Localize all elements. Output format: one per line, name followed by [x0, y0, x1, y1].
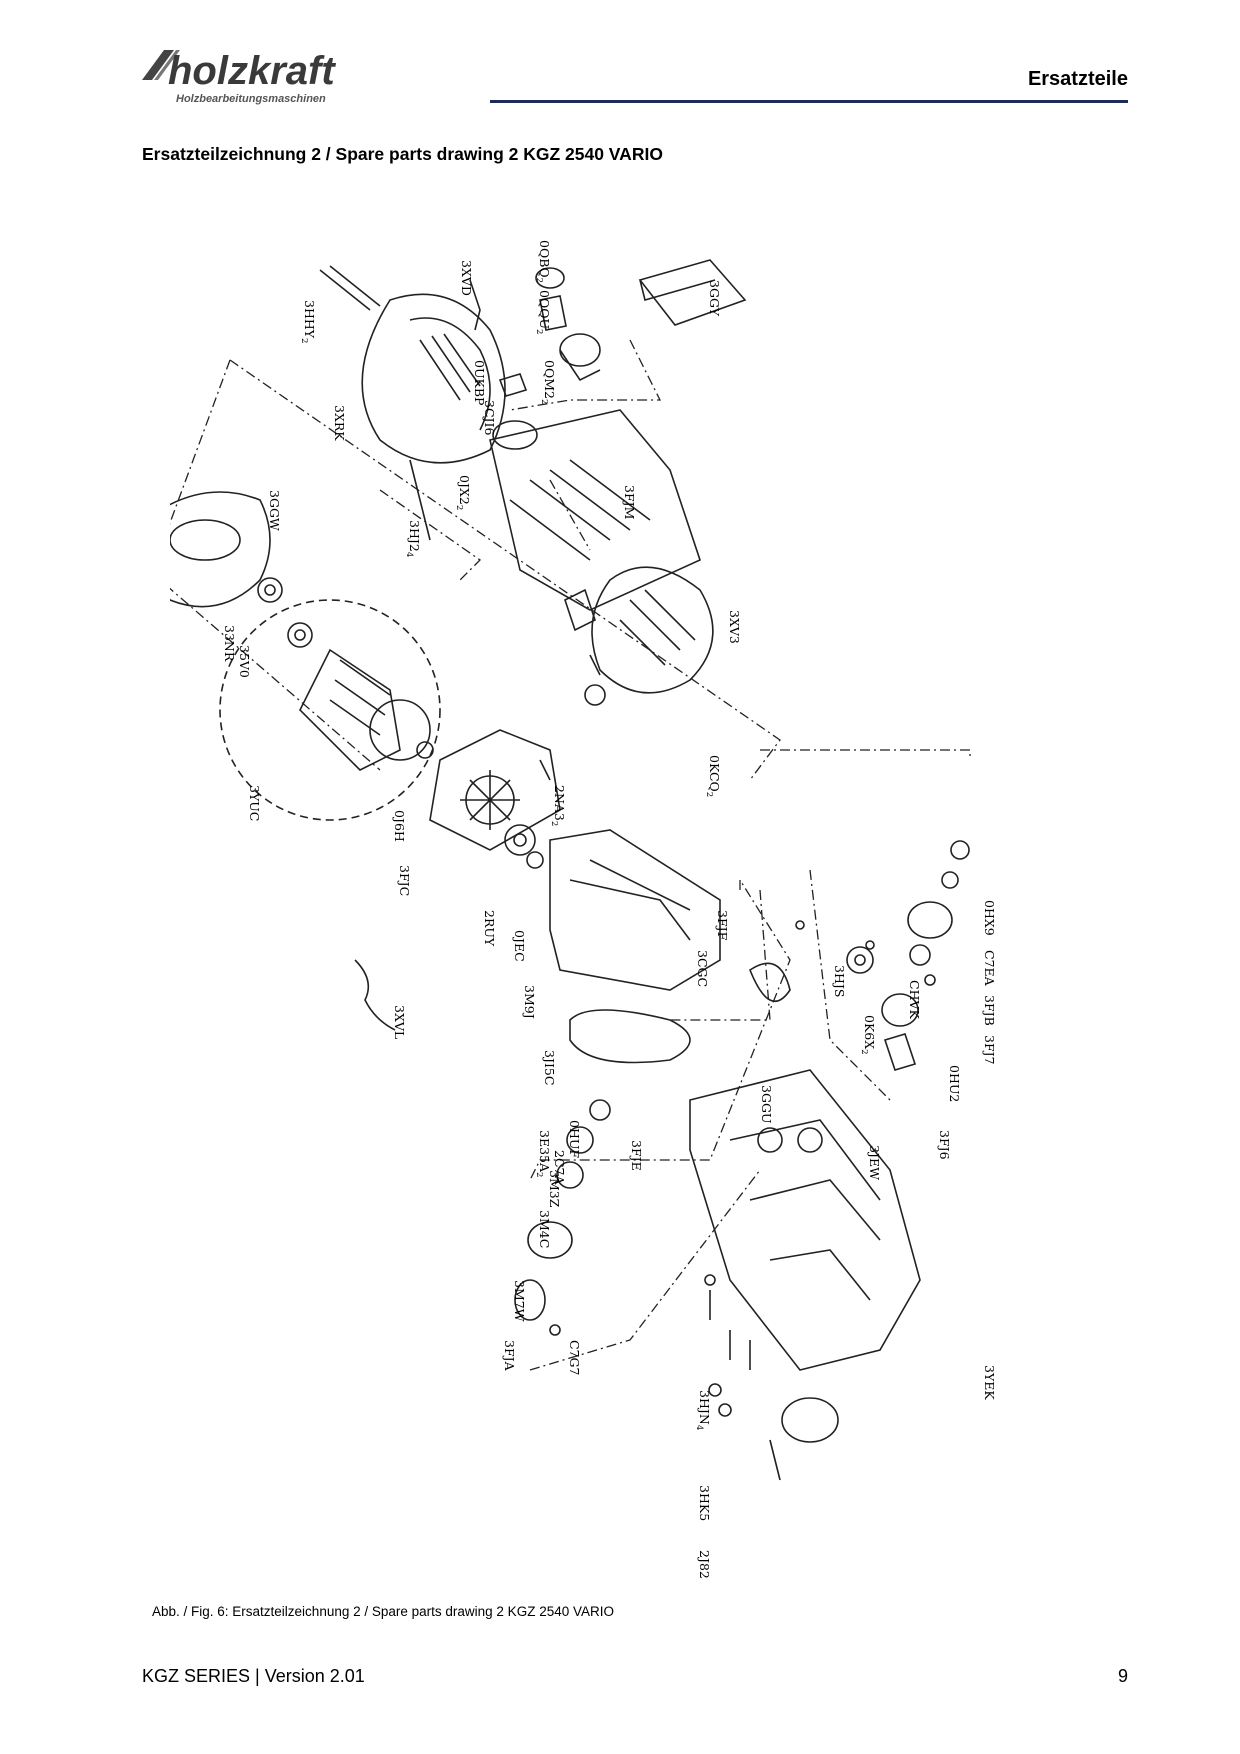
washer-part: [589, 1099, 611, 1121]
flange-part: [514, 1279, 546, 1321]
part-label-3xv3: 3XV3: [727, 610, 742, 644]
washer-part: [504, 824, 536, 856]
part-label-chvk: CHVK: [907, 980, 922, 1019]
bolt-part: [709, 1290, 751, 1370]
page-heading: Ersatzteilzeichnung 2 / Spare parts draw…: [142, 144, 663, 164]
armature-outline: [219, 599, 441, 821]
footer-series-version: KGZ SERIES | Version 2.01: [142, 1666, 365, 1686]
part-label-3hjn: 3HJN4: [694, 1390, 712, 1430]
part-label-3ggw: 3GGW: [267, 490, 282, 531]
part-label-3yuc: 3YUC: [247, 785, 262, 821]
part-label-3m7w: 3M7W: [512, 1280, 527, 1322]
part-label-0hu2: 0HU2: [947, 1065, 962, 1102]
blade-guard-part: [549, 829, 721, 991]
screw-part: [319, 265, 381, 311]
part-label-3fjc: 3FJC: [397, 865, 412, 896]
bearing-part: [257, 577, 283, 603]
fan-cover-part: [170, 491, 271, 608]
part-label-c7g7: C7G7: [567, 1340, 582, 1376]
figure-caption: Abb. / Fig. 6: Ersatzteilzeichnung 2 / S…: [152, 1604, 614, 1619]
brand-tagline: Holzbearbeitungsmaschinen: [176, 93, 326, 105]
part-label-0qm2: 0QM22: [539, 360, 557, 404]
part-label-3hk5: 3HK5: [697, 1485, 712, 1521]
part-label-3jew: 3JEW: [867, 1145, 882, 1180]
part-label-3fjb: 3FJB: [982, 995, 997, 1026]
part-label-3ji5c: 3JI5C: [542, 1050, 557, 1085]
part-label-2c7a: 2C7A: [552, 1150, 567, 1185]
long-bolt-part: [409, 459, 431, 541]
part-label-3fjm: 3FJM: [622, 485, 637, 520]
part-label-0qqu: 0QQU2: [534, 290, 552, 334]
part-label-2ruy: 2RUY: [482, 910, 497, 947]
part-label-3yek: 3YEK: [982, 1365, 997, 1400]
part-label-3cgc: 3CGC: [695, 950, 710, 987]
bearing-part: [287, 622, 313, 648]
part-label-0ukbp: 0UKBP: [472, 360, 487, 405]
armature-part: [299, 648, 401, 771]
exploded-parts-drawing: 3HHY2 3XVD 0QBQ2 0QQU2 3GGY 0UKBP 0QM22 3XRK 3CJ…: [170, 240, 997, 1579]
page-number: 9: [1117, 1666, 1128, 1686]
brush-cap-part: [535, 267, 565, 289]
part-label-2j82: 2J82: [697, 1550, 712, 1579]
part-labels: 3HHY2 3XVD 0QBQ2 0QQU2 3GGY 0UKBP 0QM22 3XRK 3CJ…: [222, 240, 997, 1579]
part-label-3fja: 3FJA: [502, 1340, 517, 1372]
clamp-part: [749, 962, 791, 1002]
part-label-3m9j: 3M9J: [522, 985, 537, 1019]
part-label-3ggu: 3GGU: [759, 1085, 774, 1123]
part-label-35v0: 35V0: [237, 645, 252, 678]
pulley-part: [527, 1221, 573, 1259]
gasket-part: [569, 1009, 691, 1064]
part-label-3m4c: 3M4C: [537, 1210, 552, 1248]
part-label-3e35a: 3E35A2: [534, 1130, 552, 1177]
brush-holder-part: [559, 333, 601, 367]
part-label-3m3z: 3M3Z: [547, 1170, 562, 1208]
part-label-3fj6: 3FJ6: [937, 1130, 952, 1160]
cover-plate-part: [638, 259, 747, 326]
part-label-0hx9: 0HX9: [982, 900, 997, 936]
part-label-0jec: 0JEC: [512, 930, 527, 962]
part-label-0jx2: 0JX22: [454, 475, 472, 510]
motor-cap-part: [361, 293, 506, 464]
header-divider: [490, 100, 1128, 103]
part-label-0j6h: 0J6H: [392, 810, 407, 842]
part-label-0kcq: 0KCQ2: [704, 755, 722, 797]
part-label-2na3: 2NA32: [549, 785, 567, 826]
part-label-3xvd: 3XVD: [459, 260, 474, 296]
part-label-3fje: 3FJE: [629, 1140, 644, 1171]
part-label-3hjs: 3HJS: [832, 965, 847, 997]
header-title: Ersatzteile: [1027, 68, 1128, 90]
part-label-0k6x: 0K6X2: [859, 1015, 877, 1055]
brush-part: [539, 295, 567, 331]
part-label-3hj2: 3HJ24: [404, 520, 422, 557]
part-label-3hhy: 3HHY2: [299, 300, 317, 343]
part-label-c7ea: C7EA: [982, 950, 997, 987]
part-label-3xrk: 3XRK: [332, 405, 347, 441]
stator-part: [591, 566, 714, 694]
carbon-brush-part: [564, 588, 596, 632]
part-label-3xvl: 3XVL: [392, 1005, 407, 1039]
brand-wordmark: holzkraft: [168, 49, 336, 93]
part-label-3fjf: 3FJF: [715, 910, 730, 941]
part-label-0huf: 0HUF: [567, 1120, 582, 1158]
connector-part: [469, 279, 481, 331]
lower-housing-part: [689, 1069, 921, 1371]
part-label-0qbq: 0QBQ2: [534, 240, 552, 283]
holzkraft-logo: holzkraft Holzbearbeitungsmaschinen: [142, 49, 336, 105]
screw-part: [539, 759, 551, 781]
gear-housing-part: [429, 729, 561, 851]
cable-part: [354, 959, 396, 1031]
main-housing-part: [489, 409, 701, 611]
part-label-3fj7: 3FJ7: [982, 1035, 997, 1065]
pulley-part: [907, 901, 953, 939]
part-label-3cji6: 3CJI6: [482, 400, 497, 435]
part-label-3ggy: 3GGY: [707, 280, 722, 317]
part-label-33nr: 33NR: [222, 625, 237, 662]
